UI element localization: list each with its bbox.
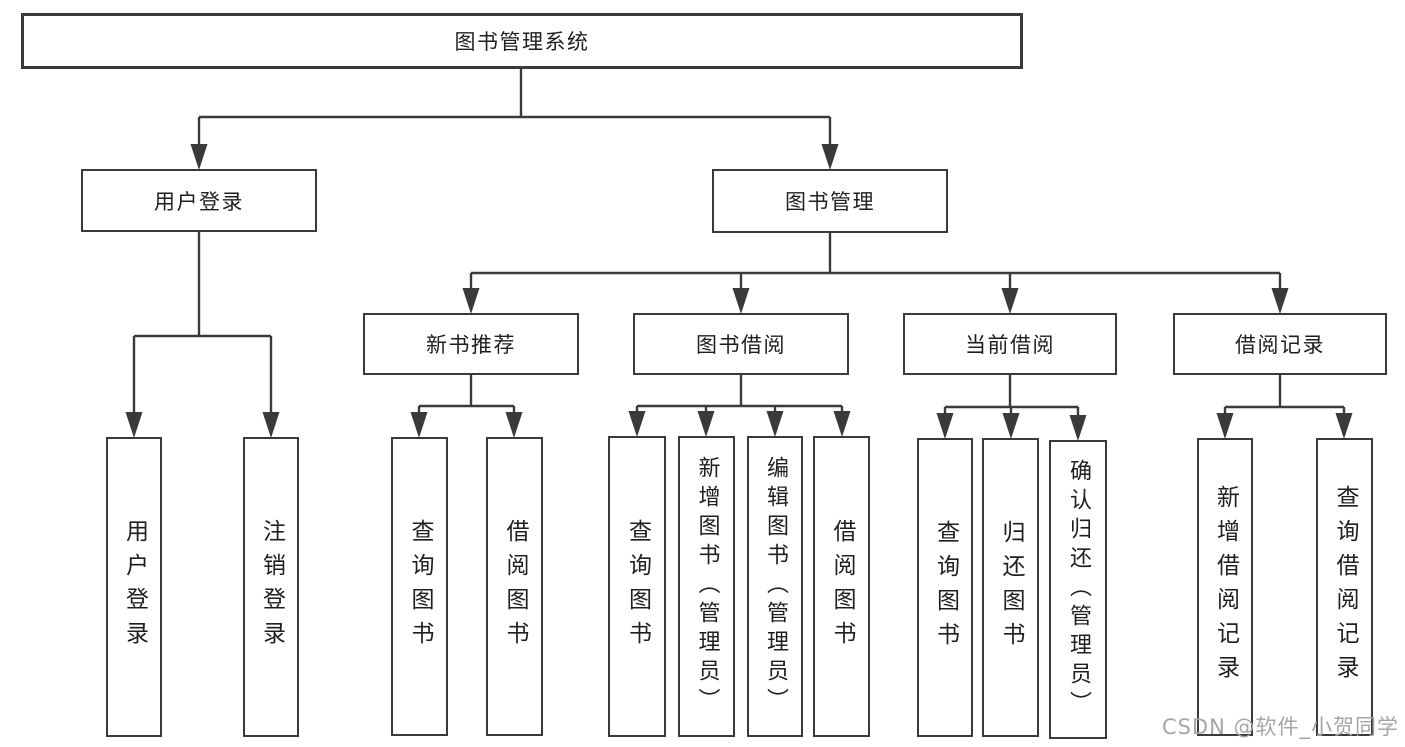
watermark: CSDN @软件_小贺同学 [1161, 715, 1399, 739]
leaf-query-books: 查询图书 [391, 437, 448, 736]
leaf-user-login: 用户登录 [106, 437, 162, 737]
node-user-login: 用户登录 [81, 169, 317, 232]
leaf-edit-books-admin: 编辑图书（管理员） [747, 436, 803, 737]
leaf-borrow-books: 借阅图书 [813, 436, 870, 737]
leaf-query-borrow-record: 查询借阅记录 [1316, 438, 1373, 736]
leaf-confirm-return-admin: 确认归还（管理员） [1049, 440, 1107, 739]
leaf-borrow-books: 借阅图书 [486, 437, 543, 736]
node-borrow-records: 借阅记录 [1173, 313, 1387, 375]
node-book-borrow: 图书借阅 [633, 313, 849, 375]
node-current-borrow: 当前借阅 [903, 313, 1117, 375]
leaf-logout: 注销登录 [243, 437, 299, 737]
leaf-return-books: 归还图书 [982, 438, 1039, 737]
leaf-add-borrow-record: 新增借阅记录 [1197, 438, 1253, 736]
node-book-management: 图书管理 [712, 169, 948, 233]
node-new-book-recommend: 新书推荐 [363, 313, 579, 375]
leaf-query-books: 查询图书 [608, 436, 666, 737]
node-library-management-system: 图书管理系统 [21, 13, 1023, 69]
leaf-add-books-admin: 新增图书（管理员） [678, 436, 735, 737]
leaf-query-books: 查询图书 [917, 438, 973, 737]
